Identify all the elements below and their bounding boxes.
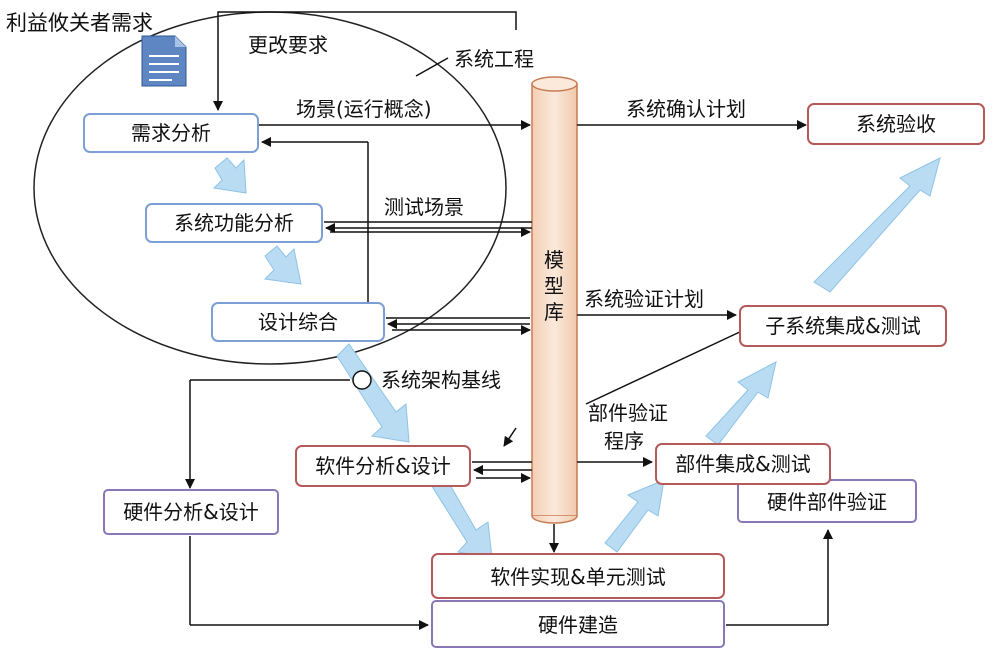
box-subsystem-integration-label: 子系统集成&测试 <box>765 314 921 338</box>
flow-arrow-6 <box>705 361 777 446</box>
box-functional-analysis-label: 系统功能分析 <box>174 211 294 235</box>
box-design-synthesis-label: 设计综合 <box>258 310 338 334</box>
change-request-line <box>213 11 517 111</box>
box-hardware-component-verification-label: 硬件部件验证 <box>767 490 887 514</box>
box-subsystem-integration: 子系统集成&测试 <box>739 305 947 347</box>
cylinder-inbound-arrows <box>330 227 531 483</box>
flow-arrow-7 <box>813 157 941 293</box>
verification-plan-label: 系统验证计划 <box>584 287 704 311</box>
box-hardware-build-label: 硬件建造 <box>538 613 618 637</box>
component-verification-label-line2: 程序 <box>604 429 644 453</box>
test-scenario-label: 测试场景 <box>384 195 464 219</box>
connector-arrows <box>185 120 833 630</box>
box-hardware-design-label: 硬件分析&设计 <box>123 500 259 524</box>
box-requirements-analysis: 需求分析 <box>83 113 259 153</box>
flow-arrow-2 <box>263 245 302 285</box>
architecture-baseline-label: 系统架构基线 <box>381 368 501 392</box>
box-software-design: 软件分析&设计 <box>295 445 471 487</box>
flow-arrows <box>212 157 941 559</box>
architecture-baseline-node <box>352 370 372 390</box>
scenario-label: 场景(运行概念) <box>296 97 432 121</box>
document-icon <box>141 35 187 87</box>
box-system-acceptance-label: 系统验收 <box>856 112 936 136</box>
box-requirements-analysis-label: 需求分析 <box>131 121 211 145</box>
systems-engineering-pointer <box>415 57 449 77</box>
component-verification-label-line1: 部件验证 <box>588 401 668 425</box>
model-library-label-3: 库 <box>544 300 564 324</box>
model-library-label-1: 模 <box>544 248 564 272</box>
flow-arrow-3 <box>336 343 410 443</box>
stakeholder-requirements-label: 利益攸关者需求 <box>6 11 153 35</box>
box-functional-analysis: 系统功能分析 <box>145 203 323 243</box>
change-request-label: 更改要求 <box>248 33 328 57</box>
box-component-integration: 部件集成&测试 <box>655 443 831 485</box>
box-system-acceptance: 系统验收 <box>807 103 985 145</box>
box-software-implementation-label: 软件实现&单元测试 <box>490 565 666 589</box>
flow-arrow-1 <box>212 157 247 194</box>
box-hardware-design: 硬件分析&设计 <box>103 489 279 535</box>
box-component-integration-label: 部件集成&测试 <box>675 452 811 476</box>
model-library-label-2: 型 <box>544 274 564 298</box>
validation-plan-label: 系统确认计划 <box>626 97 746 121</box>
systems-engineering-label: 系统工程 <box>454 47 534 71</box>
flow-arrow-5 <box>604 479 665 553</box>
box-software-implementation: 软件实现&单元测试 <box>431 553 725 599</box>
model-library-cylinder <box>531 76 578 524</box>
box-design-synthesis: 设计综合 <box>211 302 385 342</box>
box-software-design-label: 软件分析&设计 <box>315 454 451 478</box>
box-hardware-component-verification: 硬件部件验证 <box>737 479 917 523</box>
box-hardware-build: 硬件建造 <box>431 600 725 648</box>
